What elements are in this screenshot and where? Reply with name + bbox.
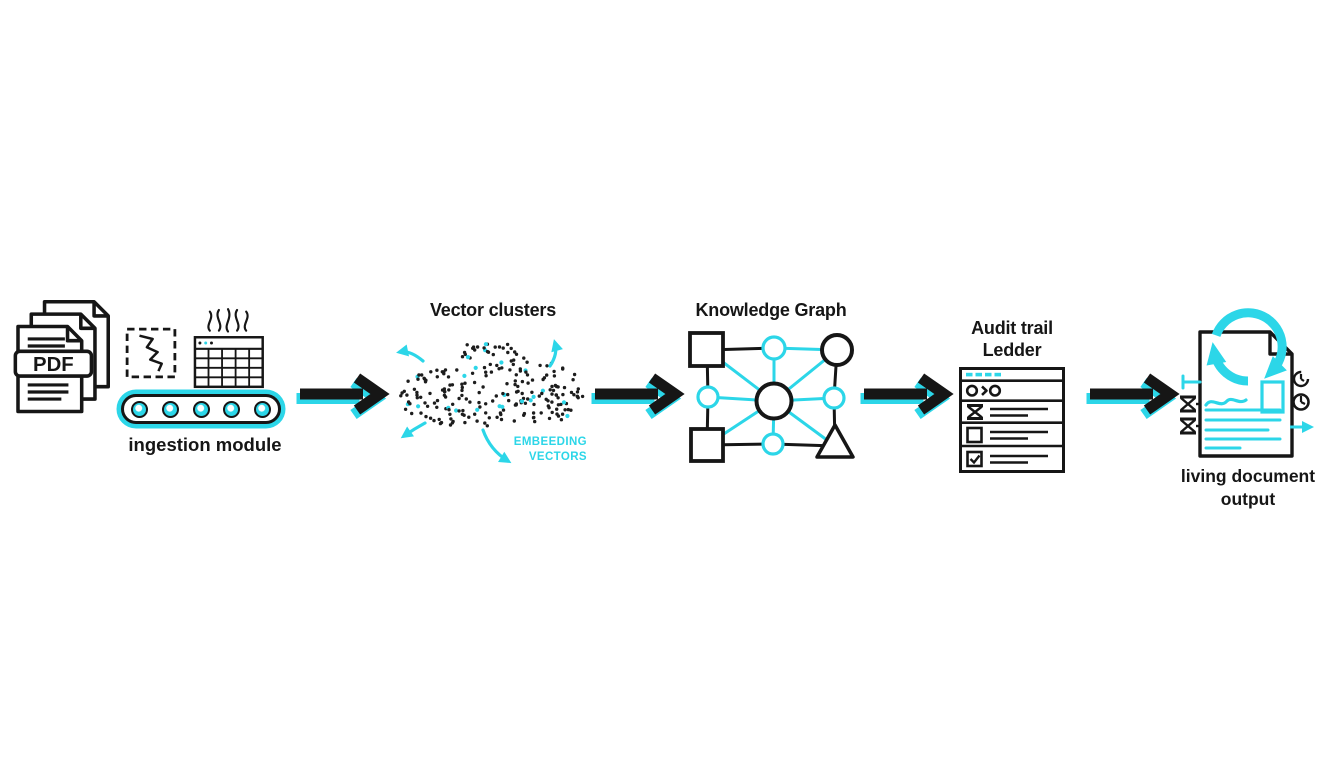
output-label-line2: output xyxy=(1220,489,1276,509)
graph-node-cyan xyxy=(696,385,720,409)
embedding-dot-cloud xyxy=(399,342,585,428)
heated-table-icon xyxy=(193,308,264,389)
ingestion-label: ingestion module xyxy=(128,434,282,455)
audit-title-line2: Ledder xyxy=(982,340,1042,360)
conveyor-roller xyxy=(161,400,179,418)
ledger-hourglass-row xyxy=(967,404,1048,420)
output-label-line1: living document xyxy=(1180,466,1316,486)
steam-squiggles xyxy=(207,308,249,333)
ledger-version-row xyxy=(965,384,1002,397)
conveyor-roller xyxy=(192,400,210,418)
history-clock-icon xyxy=(1292,370,1310,388)
ledger-checked-row xyxy=(966,450,1048,468)
flow-arrow-icon xyxy=(1086,373,1180,420)
graph-node-triangle xyxy=(815,423,855,459)
graph-node-cyan xyxy=(761,335,787,361)
embedding-vectors-line2: VECTORS xyxy=(528,451,587,463)
flow-arrow-icon xyxy=(591,373,685,420)
audit-title-line1: Audit trail xyxy=(971,318,1053,338)
document-content-lines xyxy=(1204,380,1285,450)
clock-icon xyxy=(1292,393,1310,411)
margin-tick-icon xyxy=(1181,374,1202,390)
embedding-vectors-line1: EMBEEDING xyxy=(513,436,587,448)
sync-arrows-icon xyxy=(1206,308,1287,386)
ledger-checkbox-row xyxy=(966,426,1048,444)
output-label: living document output xyxy=(1158,465,1338,511)
vector-cloud-icon xyxy=(396,339,585,464)
conveyor-roller xyxy=(223,400,241,418)
graph-node-circle xyxy=(820,333,854,367)
margin-hourglass-icon xyxy=(1180,395,1201,413)
graph-node-cyan xyxy=(822,386,846,410)
knowledge-graph-title: Knowledge Graph xyxy=(695,300,847,320)
margin-hourglass-icon xyxy=(1180,417,1201,435)
flow-arrow-icon xyxy=(860,373,954,420)
audit-ledger-icon xyxy=(959,367,1065,473)
living-document-icon xyxy=(1180,308,1314,458)
ledger-header-dashes xyxy=(966,372,1001,377)
embedding-vectors-note: EMBEEDING VECTORS xyxy=(505,435,587,465)
fragment-box-icon xyxy=(125,327,177,379)
graph-node-cyan xyxy=(761,432,785,456)
graph-node-circle xyxy=(754,381,794,421)
pdf-stack-icon: PDF xyxy=(13,300,110,414)
flow-arrow-icon xyxy=(296,373,390,420)
vector-clusters-title: Vector clusters xyxy=(429,300,557,320)
conveyor-roller xyxy=(254,400,271,418)
conveyor-belt-icon xyxy=(121,394,281,424)
graph-node-square xyxy=(688,331,725,368)
knowledge-graph-icon xyxy=(688,331,855,463)
audit-trail-title: Audit trail Ledder xyxy=(952,317,1072,361)
cluster-spread-arrows xyxy=(396,339,563,464)
conveyor-roller xyxy=(131,400,148,418)
pdf-badge-text: PDF xyxy=(33,354,74,376)
graph-node-square xyxy=(689,427,725,463)
